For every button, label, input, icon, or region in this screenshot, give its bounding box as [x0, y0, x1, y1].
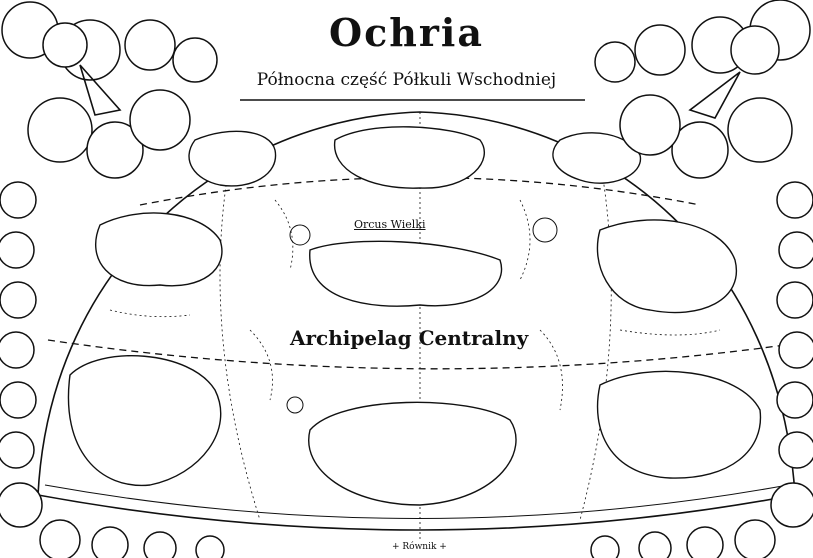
- wind-head-right: [688, 25, 780, 119]
- equator-line-inner: [44, 484, 789, 519]
- cloud-left-column: [0, 181, 43, 528]
- continent-east: [596, 219, 738, 314]
- continent-south-east: [596, 370, 762, 479]
- label-archipelag-centralny: Archipelag Centralny: [290, 326, 529, 350]
- continent-center: [309, 240, 503, 307]
- continents: [67, 126, 762, 506]
- equator-line: [37, 494, 796, 531]
- wind-head-left: [42, 22, 122, 116]
- label-equator: + Równik +: [392, 542, 447, 552]
- continent-north-center: [333, 126, 486, 189]
- map-title: Ochria: [329, 10, 484, 55]
- cloud-right-column: [770, 181, 813, 528]
- meridian-east: [579, 159, 612, 521]
- continent-south-west: [67, 355, 222, 487]
- cloud-bottom-row: [39, 519, 776, 558]
- continent-north-west: [188, 130, 277, 187]
- continent-south-center: [308, 401, 517, 506]
- meridian-west: [219, 159, 261, 521]
- island-dots: [109, 199, 721, 414]
- map-subtitle: Północna część Półkuli Wschodniej: [256, 70, 557, 90]
- continent-north-east: [552, 132, 642, 184]
- cloud-top-right: [594, 0, 811, 179]
- label-orcus-wielki: Orcus Wielki: [354, 218, 426, 231]
- continent-west: [95, 212, 223, 287]
